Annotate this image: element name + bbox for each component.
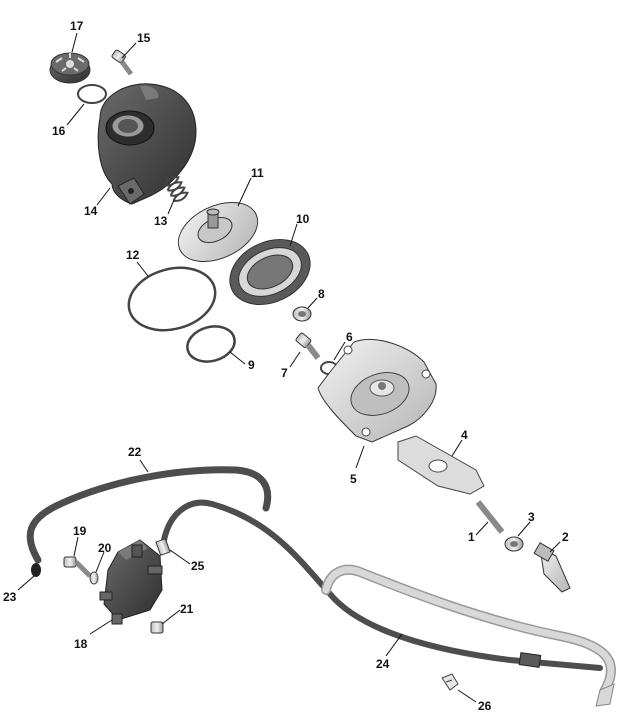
flat-gasket-part	[397, 435, 485, 495]
callout-3: 3	[528, 510, 535, 524]
clip-23-part	[31, 563, 41, 577]
bolt-15-part	[111, 49, 133, 76]
callout-1: 1	[468, 530, 475, 544]
callout-4: 4	[461, 428, 468, 442]
callout-6: 6	[346, 330, 353, 344]
hose-22-part	[26, 466, 272, 564]
callout-12: 12	[126, 248, 140, 262]
callout-22: 22	[128, 445, 142, 459]
callout-13: 13	[154, 214, 168, 228]
callout-16: 16	[52, 124, 66, 138]
spring-part	[163, 176, 189, 202]
callout-19: 19	[73, 524, 87, 538]
callout-15: 15	[137, 31, 151, 45]
leader-lines	[17, 32, 561, 703]
bolt-7-part	[295, 332, 321, 360]
fitting-part	[533, 542, 571, 593]
callout-25: 25	[191, 559, 205, 573]
washer-3-part	[504, 536, 524, 552]
regulator-body-part	[317, 338, 437, 443]
diaphragm-part	[229, 239, 311, 305]
callout-11: 11	[251, 166, 264, 180]
callout-18: 18	[74, 637, 88, 651]
callout-5: 5	[350, 472, 357, 486]
medium-o-ring-part	[186, 325, 236, 363]
clamp-26-part	[441, 673, 459, 691]
callout-10: 10	[296, 212, 310, 226]
callout-8: 8	[318, 287, 325, 301]
solenoid-valve-part	[99, 539, 163, 625]
callout-24: 24	[376, 657, 390, 671]
cap-21-part	[150, 621, 164, 634]
hose-24-part	[161, 499, 616, 707]
washer-20-part	[89, 571, 99, 585]
filter-cap-part	[49, 52, 91, 84]
washer-8-part	[292, 306, 312, 322]
callout-20: 20	[98, 541, 112, 555]
bolt-19-part	[63, 556, 92, 578]
large-o-ring-part	[127, 266, 217, 332]
callout-7: 7	[281, 366, 288, 380]
stud-1-part	[475, 500, 505, 534]
callout-17: 17	[70, 19, 84, 33]
coupler-25-part	[155, 538, 171, 556]
small-o-ring-part	[77, 84, 107, 104]
diaphragm-plate-part	[177, 201, 259, 263]
callout-21: 21	[180, 602, 194, 616]
callout-labels: 17 15 16 14 13 11 10 12 8 9 6 7 5 4 3 2 …	[3, 19, 569, 713]
callout-26: 26	[478, 699, 492, 713]
regulator-cover-housing-part	[97, 83, 197, 205]
callout-9: 9	[248, 358, 255, 372]
callout-14: 14	[84, 204, 98, 218]
callout-2: 2	[562, 530, 569, 544]
callout-23: 23	[3, 590, 17, 604]
